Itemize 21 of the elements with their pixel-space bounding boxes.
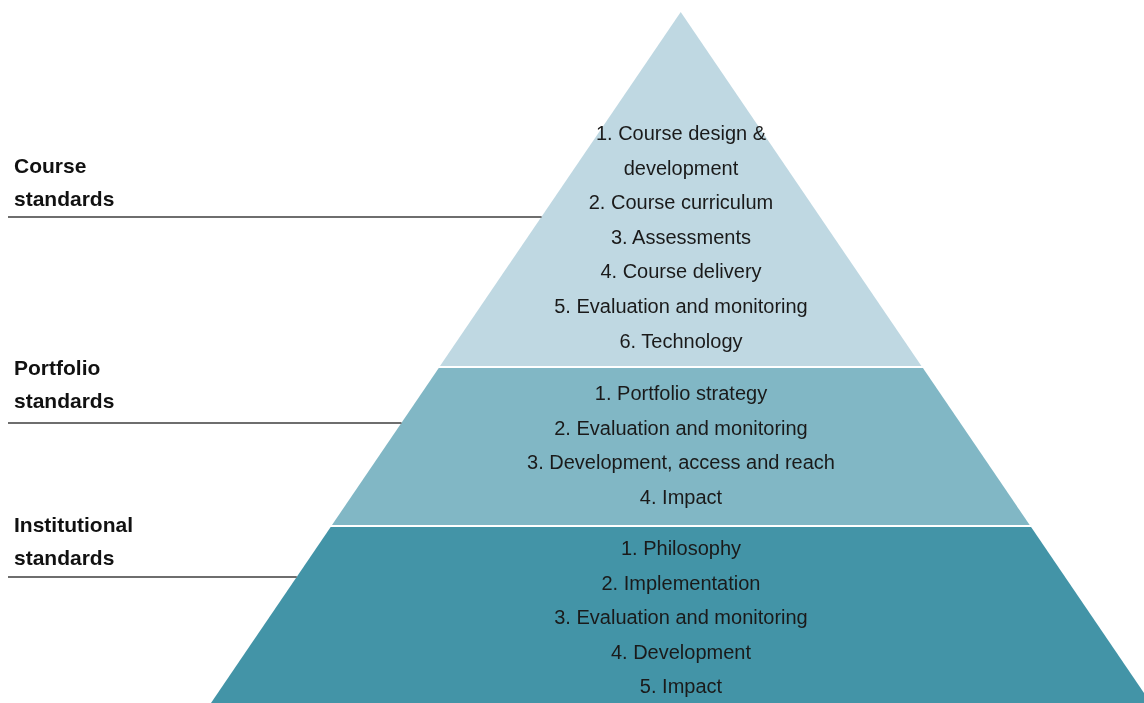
tier-label: Institutional standards bbox=[8, 508, 168, 574]
standard-item: 1. Portfolio strategy bbox=[594, 381, 768, 406]
standard-item: 2. Evaluation and monitoring bbox=[554, 415, 808, 441]
standard-item: 4. Impact bbox=[639, 484, 723, 510]
standard-item: 3. Assessments bbox=[610, 224, 751, 250]
standard-item: 3. Development, access and reach bbox=[527, 450, 835, 476]
standard-item: 2. Implementation bbox=[601, 570, 761, 596]
leader-line bbox=[7, 422, 403, 424]
standard-item: 1. Course design & development bbox=[594, 121, 768, 181]
standard-item: 4. Development bbox=[610, 639, 751, 665]
standard-item: 1. Philosophy bbox=[620, 536, 741, 561]
standard-item: 5. Evaluation and monitoring bbox=[554, 293, 808, 319]
leader-line bbox=[7, 576, 298, 578]
standard-item: 2. Course curriculum bbox=[588, 190, 774, 216]
standard-item: 6. Technology bbox=[619, 328, 743, 354]
standard-item: 4. Course delivery bbox=[600, 259, 762, 285]
tier-label: Portfolio standards bbox=[8, 351, 168, 417]
standard-item: 3. Evaluation and monitoring bbox=[554, 605, 808, 631]
tier-label: Course standards bbox=[8, 149, 168, 215]
leader-line bbox=[7, 216, 543, 218]
standard-item: 5. Impact bbox=[639, 674, 723, 700]
